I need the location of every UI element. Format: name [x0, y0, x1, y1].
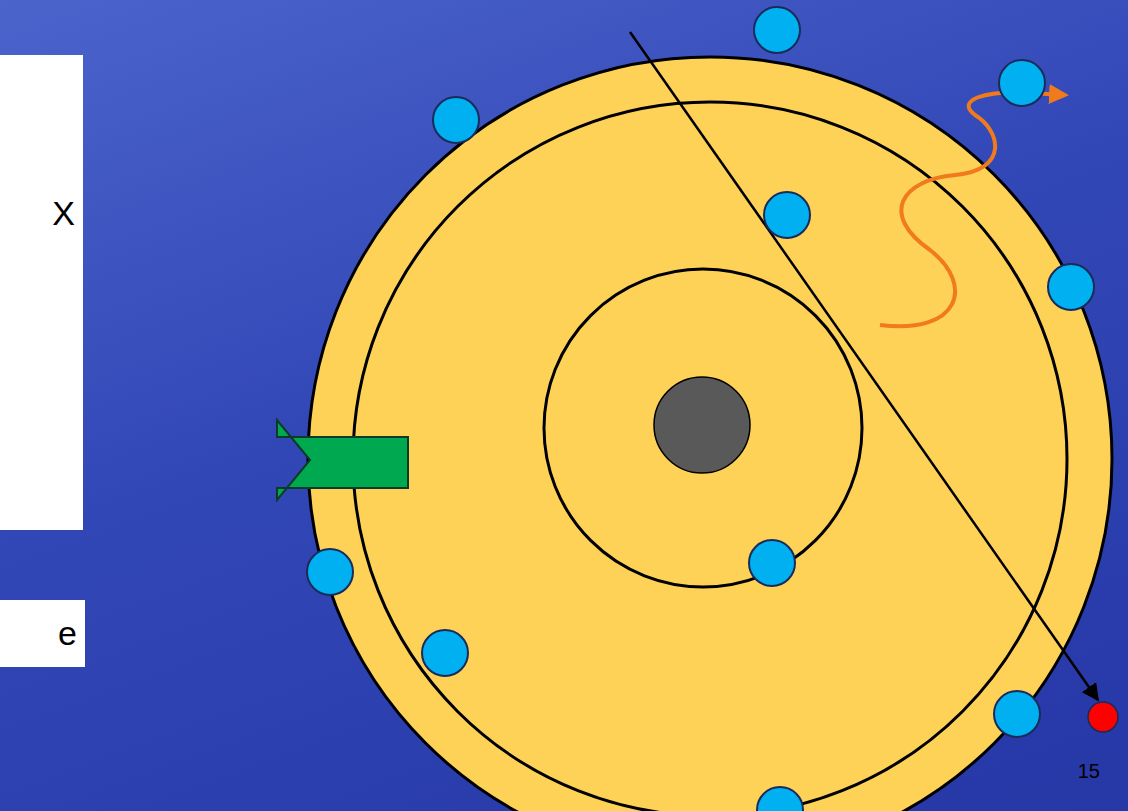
- panel-text: X: [52, 195, 75, 232]
- slide-number: 15: [1078, 760, 1100, 782]
- electron: [433, 97, 479, 143]
- electron: [754, 7, 800, 53]
- nucleus: [654, 377, 750, 473]
- photon-wave: [880, 92, 1065, 326]
- atom-outer: [308, 57, 1112, 811]
- electron: [999, 60, 1045, 106]
- text-panel: e: [0, 600, 85, 667]
- electron: [749, 540, 795, 586]
- trajectory-line: [630, 32, 1098, 700]
- electron: [764, 192, 810, 238]
- electron: [422, 630, 468, 676]
- electron: [994, 691, 1040, 737]
- outer-shell: [353, 102, 1067, 811]
- incoming-arrow: [277, 420, 408, 500]
- electron: [757, 787, 803, 811]
- inner-shell: [544, 269, 862, 587]
- text-panel: X: [0, 55, 83, 530]
- electron: [1048, 264, 1094, 310]
- electron: [307, 549, 353, 595]
- electrons: [307, 7, 1094, 811]
- ejected-particle: [1088, 702, 1118, 732]
- panel-text: e: [58, 615, 77, 652]
